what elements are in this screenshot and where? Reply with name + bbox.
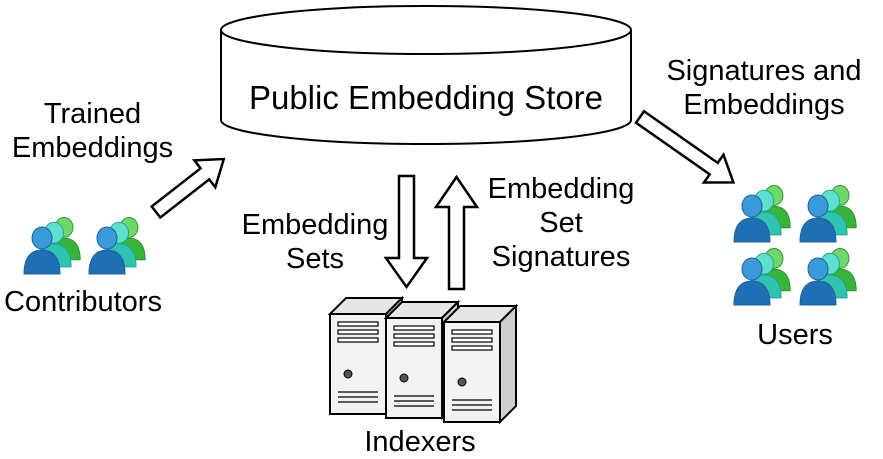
embedding-set-signatures-label: Embedding Set Signatures (476, 172, 646, 274)
trained-embeddings-label: Trained Embeddings (0, 97, 185, 165)
user-group-icon (734, 249, 790, 306)
indexers-server-group (329, 297, 517, 423)
arrow-trained-embeddings (149, 157, 226, 220)
arrow-embedding-set-signatures (433, 174, 480, 291)
label-line: Set (539, 207, 583, 239)
contributors-label: Contributors (4, 286, 162, 318)
user-group-icon (734, 186, 790, 243)
user-group-icon (24, 218, 80, 275)
server-tower-icon (443, 305, 517, 423)
label-line: Signatures and (666, 55, 862, 87)
arrow-signatures-and-embeddings (634, 109, 736, 184)
contributors-icon-group (24, 218, 145, 275)
label-line: Embeddings (683, 89, 845, 121)
store-title: Public Embedding Store (248, 79, 604, 116)
signatures-and-embeddings-label: Signatures and Embeddings (652, 54, 876, 122)
user-group-icon (89, 218, 145, 275)
label-line: Signatures (491, 241, 631, 273)
embedding-store-cylinder (220, 5, 632, 145)
label-line: Embeddings (11, 132, 174, 164)
label-line: Embedding (487, 173, 635, 205)
indexers-label: Indexers (364, 426, 476, 458)
embedding-sets-label: Embedding Sets (225, 208, 405, 276)
label-line: Sets (285, 243, 345, 275)
label-line: Embedding (241, 209, 389, 241)
arrow-embedding-sets (383, 174, 430, 290)
users-label: Users (757, 319, 833, 351)
users-icon-group (734, 186, 856, 306)
user-group-icon (800, 186, 856, 243)
label-line: Trained (43, 98, 142, 130)
user-group-icon (800, 249, 856, 306)
